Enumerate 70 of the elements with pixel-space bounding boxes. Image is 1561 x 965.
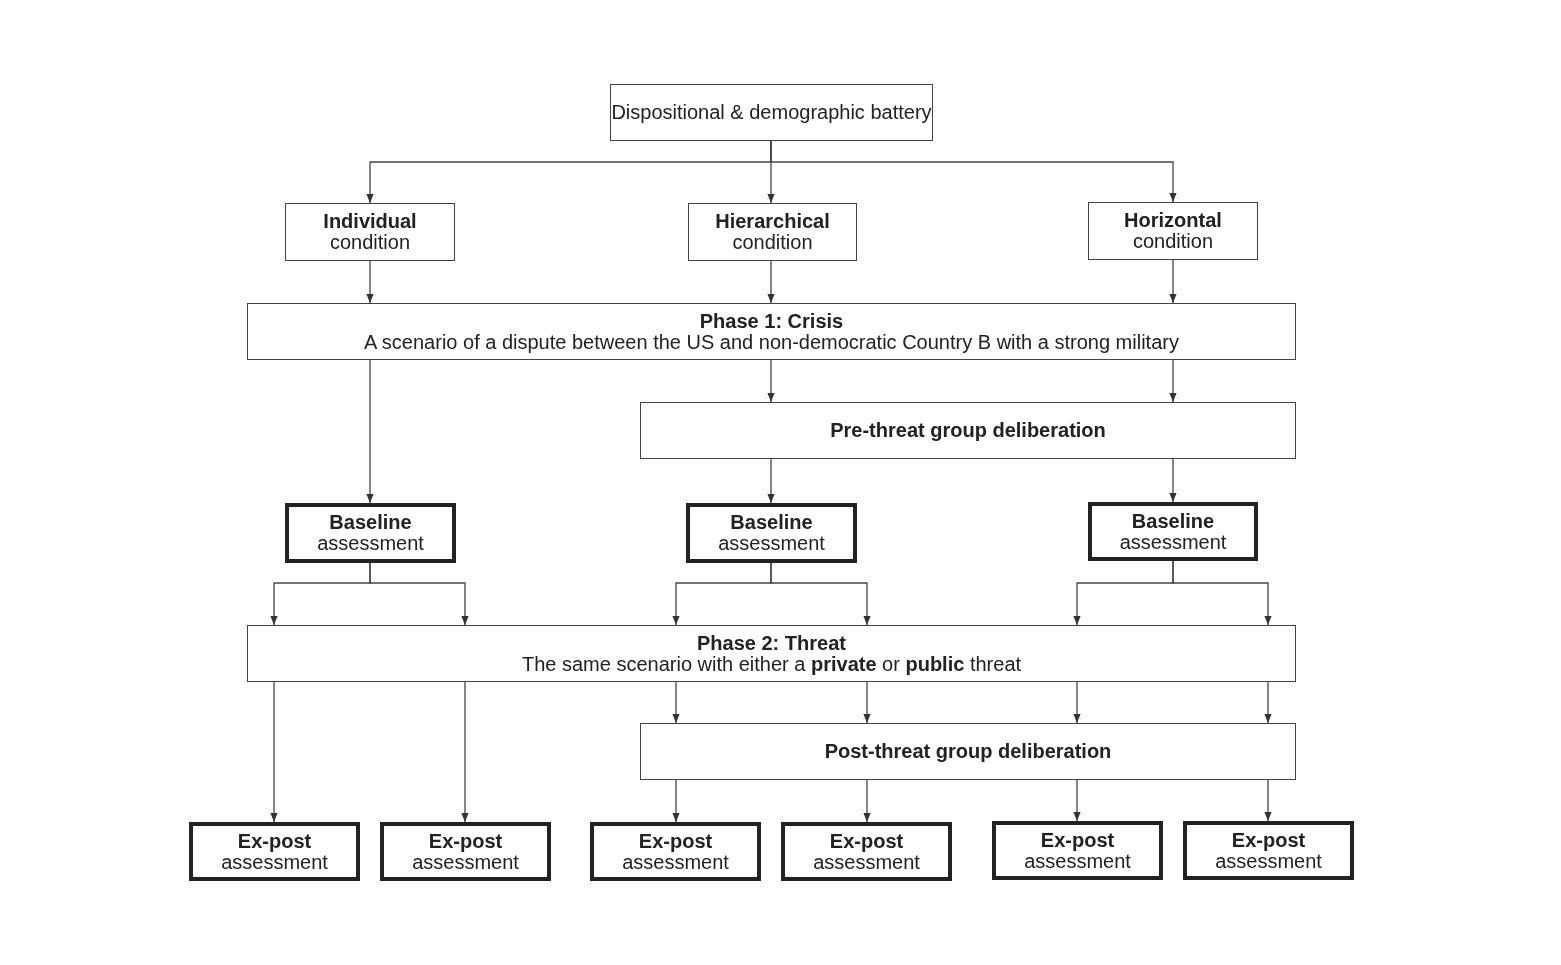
label: condition [329,232,411,253]
arrow [1073,779,1081,822]
arrow [1169,458,1177,503]
arrow [1264,681,1272,724]
phase-box [247,303,1296,360]
heading: Baseline [1131,510,1215,532]
condition-box [1088,202,1258,260]
label: assessment [221,851,328,873]
heading: Hierarchical [715,211,830,232]
arrow [1172,560,1272,626]
heading: Ex-post [1040,829,1115,851]
label: assessment [622,851,729,873]
heading: Phase 2: Threat [697,632,846,654]
arrow [767,458,775,504]
heading: Ex-post [638,830,713,852]
assessment-box [1183,821,1354,880]
arrow [767,260,775,304]
process-box [610,84,933,141]
arrow [770,562,871,626]
deliberation-box [640,402,1296,459]
assessment-box [590,822,761,881]
assessment-box [285,503,456,563]
assessment-box [992,821,1163,880]
label: assessment [317,533,424,554]
label: Post-threat group deliberation [824,741,1112,762]
arrow [672,681,680,724]
assessment-box [781,822,952,881]
label: assessment [1024,850,1131,872]
assessment-box [686,503,857,563]
label: assessment [412,851,519,873]
heading: Baseline [329,512,412,533]
label: Pre-threat group deliberation [830,420,1106,441]
heading: Ex-post [237,830,312,852]
heading: Ex-post [1231,829,1306,851]
heading: Horizontal [1124,210,1222,231]
arrow [1169,259,1177,304]
arrow [863,779,871,823]
arrow [767,359,775,403]
label: assessment [813,851,920,873]
deliberation-box [640,723,1296,780]
phase-box [247,625,1296,682]
arrow [672,779,680,823]
label: A scenario of a dispute between the US and non-democratic Country B with a strong military [364,331,1179,353]
label: assessment [1215,850,1322,872]
assessment-box [189,822,360,881]
arrow [366,260,374,304]
arrow [1169,359,1177,403]
label: The same scenario with either a private or public threat [521,653,1022,675]
label: condition [732,232,813,253]
arrow [863,681,871,724]
assessment-box [380,822,551,881]
label: condition [1132,231,1214,252]
label: assessment [1119,531,1227,553]
heading: Phase 1: Crisis [699,310,844,332]
arrow [369,562,469,626]
heading: Individual [323,211,417,232]
condition-box [285,203,455,261]
condition-box [688,203,857,261]
arrow [1264,779,1272,822]
arrow [1073,681,1081,724]
heading: Baseline [730,512,813,533]
heading: Ex-post [428,830,503,852]
arrow [461,681,469,823]
arrow [270,681,278,823]
arrow [770,140,1177,203]
label: Dispositional & demographic battery [611,102,932,123]
assessment-box [1088,502,1258,561]
label: assessment [718,533,825,554]
heading: Ex-post [829,830,904,852]
arrow [366,359,374,504]
